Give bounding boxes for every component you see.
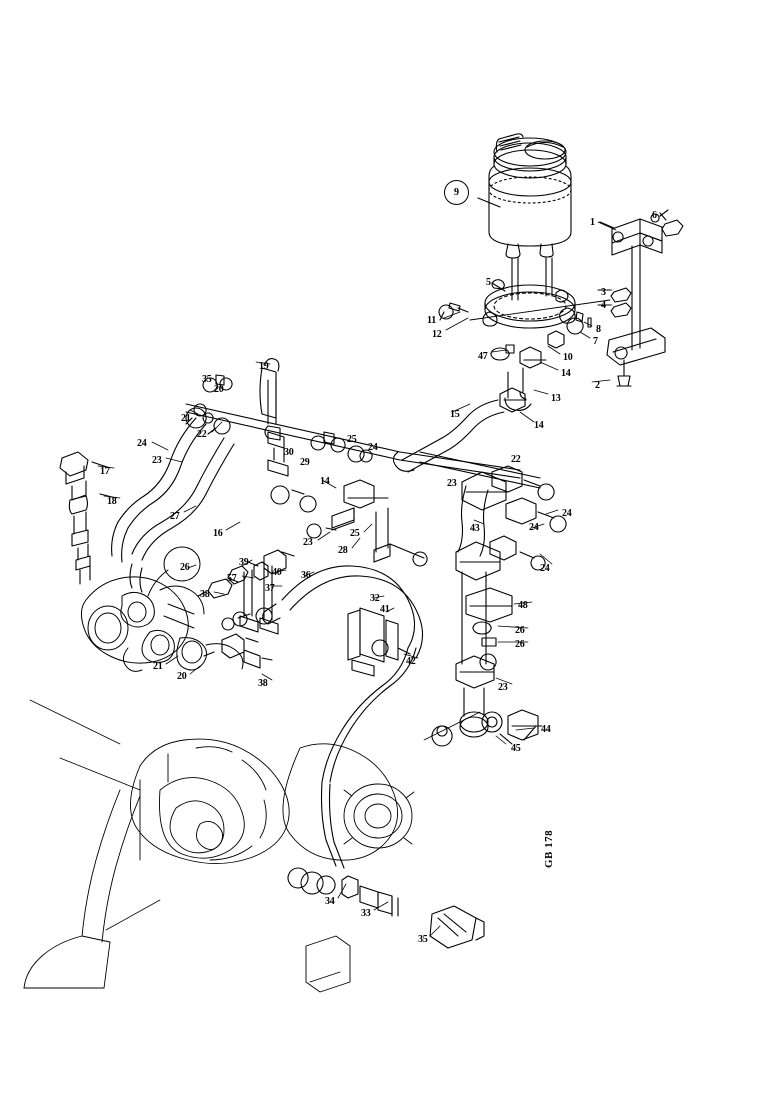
callout-35-a: 35: [202, 374, 212, 385]
leader-lines: [97, 221, 617, 937]
power-steering-pump: [80, 546, 244, 672]
callout-25-b: 25: [350, 528, 360, 539]
callout-24-c: 24: [562, 508, 572, 519]
callout-35-b: 35: [418, 934, 428, 945]
bottom-leaders: [29, 699, 481, 931]
callout-3: 3: [601, 287, 606, 298]
callout-23-b: 23: [447, 478, 457, 489]
center-fitting-cluster: [197, 549, 295, 669]
callout-5: 5: [486, 277, 491, 288]
sheet-code-label: GB 178: [543, 829, 555, 868]
lower-right-hardware: [431, 709, 543, 747]
balloon-9: 9: [444, 180, 469, 205]
callout-7: 7: [593, 336, 598, 347]
callout-34: 34: [325, 896, 335, 907]
callout-24-d: 24: [529, 522, 539, 533]
lower-shaft-assembly: [287, 867, 485, 949]
left-bracket-hardware: [185, 374, 233, 435]
bolt-3-4: [469, 287, 632, 321]
callout-27: 27: [170, 511, 180, 522]
callout-21-b: 21: [153, 661, 163, 672]
callout-29: 29: [300, 457, 310, 468]
upper-return-tube: [185, 358, 521, 479]
ring-hardware: [438, 282, 592, 369]
callout-14-a: 14: [561, 368, 571, 379]
callout-18: 18: [107, 496, 117, 507]
callout-28-a: 28: [338, 545, 348, 556]
callout-23-a: 23: [152, 455, 162, 466]
callout-23-d: 23: [498, 682, 508, 693]
callout-36: 36: [301, 570, 311, 581]
callout-6: 6: [652, 210, 657, 221]
callout-37: 37: [265, 583, 275, 594]
callout-11: 11: [427, 315, 437, 326]
upper-bracket: [606, 209, 684, 387]
callout-24-a: 24: [137, 438, 147, 449]
callout-43: 43: [470, 523, 480, 534]
callout-10: 10: [563, 352, 573, 363]
callout-21-a: 21: [181, 413, 191, 424]
callout-1: 1: [590, 217, 595, 228]
leader-6: [659, 212, 667, 221]
left-suction-hose: [111, 417, 235, 593]
callout-45: 45: [511, 743, 521, 754]
callout-14-c: 14: [320, 476, 330, 487]
center-brackets: [270, 431, 428, 567]
callout-42: 42: [406, 656, 416, 667]
right-pressure-hose: [455, 471, 513, 738]
reservoir-clamp-ring: [482, 279, 576, 329]
callout-41: 41: [380, 604, 390, 615]
callout-25-a: 25: [347, 434, 357, 445]
callout-40: 40: [272, 567, 282, 578]
upper-pressure-hose: [401, 367, 532, 473]
callout-23-c: 23: [303, 537, 313, 548]
callout-39: 39: [239, 557, 249, 568]
callout-22-a: 22: [197, 429, 207, 440]
balloon-label: 9: [454, 187, 459, 198]
leader-9: [477, 197, 501, 208]
callout-13: 13: [551, 393, 561, 404]
callout-57: 57: [227, 573, 237, 584]
callout-14-b: 14: [534, 420, 544, 431]
callout-24-e: 24: [540, 563, 550, 574]
callout-48: 48: [518, 600, 528, 611]
callout-20-a: 20: [214, 384, 224, 395]
callout-26-a: 26: [180, 562, 190, 573]
transmission-housing: [23, 738, 415, 993]
center-return-hose: [221, 565, 424, 869]
callout-12: 12: [432, 329, 442, 340]
callout-24-b: 24: [368, 442, 378, 453]
callout-38-b: 38: [258, 678, 268, 689]
callout-44: 44: [541, 724, 551, 735]
callout-30: 30: [284, 447, 294, 458]
callout-4: 4: [601, 300, 606, 311]
reservoir-body: [488, 133, 572, 259]
callout-47: 47: [478, 351, 488, 362]
callout-22-b: 22: [511, 454, 521, 465]
callout-26-b: 26: [515, 625, 525, 636]
leader-1: [599, 221, 615, 229]
callout-20-b: 20: [177, 671, 187, 682]
callout-2: 2: [595, 380, 600, 391]
callout-8: 8: [596, 324, 601, 335]
callout-26-c: 26: [515, 639, 525, 650]
callout-17: 17: [100, 466, 110, 477]
left-end-fittings: [59, 451, 117, 585]
callout-38-a: 38: [200, 589, 210, 600]
callout-33: 33: [361, 908, 371, 919]
callout-19: 19: [259, 361, 269, 372]
mid-right-tubes: [392, 451, 567, 571]
callout-16: 16: [213, 528, 223, 539]
callout-15: 15: [450, 409, 460, 420]
callout-32: 32: [370, 593, 380, 604]
